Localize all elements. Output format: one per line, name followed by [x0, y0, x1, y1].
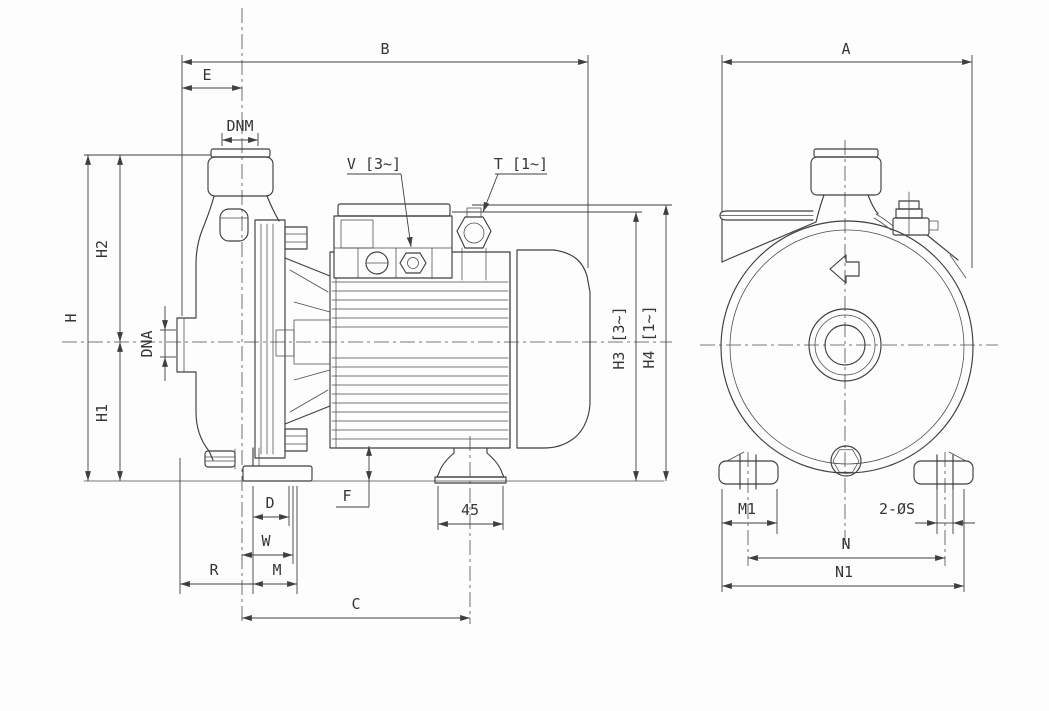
dim-r-label: R: [209, 561, 219, 579]
callout-t-label: T [1~]: [494, 155, 548, 173]
direction-arrow-icon: [829, 254, 860, 284]
dim-h4-label: H4 [1~]: [640, 305, 658, 368]
dim-dnm-label: DNM: [226, 117, 253, 135]
casing-cover-plate: [254, 219, 308, 459]
dim-slots-label: 2-ØS: [879, 500, 915, 518]
dimensions-front: A M1 2-ØS N N1: [721, 40, 975, 592]
right-foot: [913, 460, 974, 485]
motor-body: [329, 251, 511, 449]
dim-45-label: 45: [461, 501, 479, 519]
suction-nozzle-front: [719, 210, 814, 221]
terminal-box: [333, 203, 453, 279]
dim-n-label: N: [841, 535, 850, 553]
callout-t: T [1~]: [482, 155, 548, 213]
dim-c-label: C: [351, 595, 360, 613]
flange-bolt-top: [284, 226, 308, 250]
casing-outer-circle: [720, 220, 974, 474]
dim-h3-label: H3 [3~]: [610, 306, 628, 369]
casing-inner-circle: [729, 229, 965, 465]
shaft-center-rings: [808, 308, 882, 382]
dim-a-label: A: [841, 40, 850, 58]
motor-fins: [331, 281, 509, 440]
dim-f-label: F: [342, 487, 351, 505]
right-shoulder: [926, 234, 959, 261]
dimensions-side: B E DNM V [3~] T [1~] H: [62, 40, 672, 621]
dim-m1-label: M1: [738, 500, 756, 518]
priming-plug: [219, 208, 249, 242]
dim-h2-label: H2: [93, 240, 111, 258]
left-shoulder: [730, 221, 817, 259]
capacitor-plug: [456, 207, 492, 281]
front-view: A M1 2-ØS N N1: [700, 40, 998, 592]
lantern-bracket: [275, 257, 331, 425]
motor-foot-side: [434, 447, 507, 484]
dim-m-label: M: [272, 561, 281, 579]
fan-cover: [509, 249, 591, 449]
vent-plug-hex: [399, 252, 427, 274]
front-feet: [718, 451, 974, 490]
pump-casing-side: [176, 227, 214, 461]
dim-h1-label: H1: [93, 404, 111, 422]
dim-b-label: B: [380, 40, 389, 58]
dim-w-label: W: [261, 532, 271, 550]
discharge-flange-side: [202, 148, 280, 229]
discharge-flange-front: [810, 148, 882, 223]
dim-d-label: D: [265, 494, 274, 512]
dim-n1-label: N1: [835, 563, 853, 581]
left-foot: [718, 460, 779, 485]
side-view: B E DNM V [3~] T [1~] H: [62, 8, 672, 624]
dim-e-label: E: [202, 66, 211, 84]
dim-h-label: H: [62, 313, 80, 322]
dim-dna-label: DNA: [138, 330, 156, 357]
flange-bolt-bottom: [284, 428, 308, 452]
pump-foot-side: [204, 447, 313, 482]
callout-v: V [3~]: [347, 155, 413, 248]
callout-v-label: V [3~]: [347, 155, 401, 173]
drain-plug: [830, 445, 862, 477]
vent-plug-front: [873, 191, 939, 236]
